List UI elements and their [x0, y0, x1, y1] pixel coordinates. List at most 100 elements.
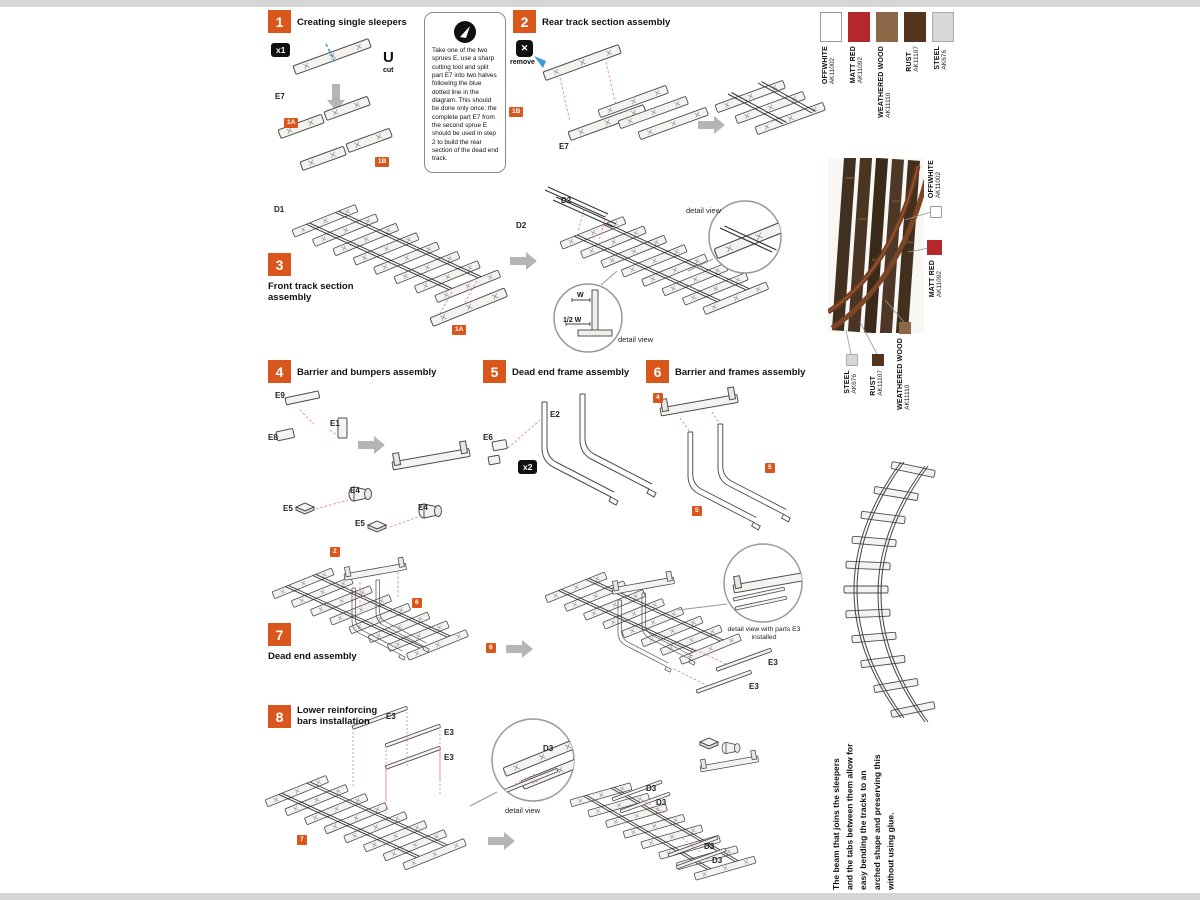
part-label-e9: E9 [275, 391, 285, 400]
step-1-number: 1 [268, 10, 291, 33]
part-label-e4: E4 [418, 503, 428, 512]
part-label-d1: D1 [274, 205, 285, 214]
part-label-d3: D3 [543, 744, 554, 753]
step5-drawing [487, 393, 657, 506]
step-7-title: Dead end assembly [268, 651, 357, 662]
blade-icon [454, 21, 476, 46]
ref-badge-6: 6 [486, 643, 496, 654]
detail-view-e3-label: detail view with parts E3 installed [727, 626, 801, 642]
cut-label: cut [383, 67, 394, 74]
part-label-d3: D3 [704, 842, 715, 851]
part-label-d3: D3 [656, 798, 667, 807]
step-1-title: Creating single sleepers [297, 17, 407, 28]
step3-drawing [292, 186, 782, 353]
quantity-x1-badge: x1 [271, 43, 291, 57]
part-label-e3: E3 [386, 712, 396, 721]
step2-drawing [534, 44, 826, 141]
part-label-d2: D2 [561, 196, 572, 205]
part-label-e1: E1 [330, 419, 340, 428]
part-label-e7: E7 [559, 142, 569, 151]
page-edge-top [0, 0, 1200, 7]
detail-view-label: detail view [505, 806, 541, 815]
paint-chip-offwhite [820, 12, 842, 42]
callout-chip-rust [872, 354, 884, 366]
step-3-number: 3 [268, 253, 291, 276]
part-label-e7: E7 [275, 92, 285, 101]
width-label: W [577, 292, 584, 299]
ref-badge-1a-step3: 1A [452, 325, 467, 336]
ref-badge-1a: 1A [284, 118, 299, 129]
ref-badge-5: 5 [692, 506, 702, 517]
detail-view-label: detail view [686, 206, 722, 215]
step1-drawing [277, 38, 393, 171]
cutting-note-box: Take one of the two sprues E, use a shar… [424, 12, 506, 173]
step-5-title: Dead end frame assembly [512, 367, 630, 378]
part-label-e3: E3 [444, 728, 454, 737]
step-5-number: 5 [483, 360, 506, 383]
step8-drawing [265, 705, 763, 886]
painted-track-photo [828, 158, 932, 355]
part-label-e3: E3 [749, 682, 759, 691]
page-edge-bottom [0, 893, 1200, 900]
step-2-title: Rear track section assembly [542, 17, 671, 28]
remove-label: remove [510, 59, 535, 66]
ref-badge-7: 7 [297, 835, 307, 846]
paint-chip-weathered-wood [876, 12, 898, 42]
part-label-d3: D3 [646, 784, 657, 793]
quantity-x2-badge: x2 [518, 460, 538, 474]
paint-chip-steel [932, 12, 954, 42]
ref-badge-1b: 1B [375, 157, 390, 168]
step6-drawing [658, 386, 791, 531]
part-label-e5: E5 [283, 504, 293, 513]
step-7-number: 7 [268, 623, 291, 646]
part-label-e2: E2 [550, 410, 560, 419]
step-4-title: Barrier and bumpers assembly [297, 367, 437, 378]
part-label-e3: E3 [444, 753, 454, 762]
part-label-d2: D2 [516, 221, 527, 230]
half-width-label: 1/2 W [563, 317, 582, 324]
ref-badge-5: 5 [765, 463, 775, 474]
step7-drawing [272, 543, 803, 694]
ref-badge-2: 2 [330, 547, 340, 558]
part-label-e4: E4 [350, 486, 360, 495]
step-2-number: 2 [513, 10, 536, 33]
step-6-title: Barrier and frames assembly [675, 367, 806, 378]
step-6-number: 6 [646, 360, 669, 383]
part-label-d3: D3 [712, 856, 723, 865]
part-label-e5: E5 [355, 519, 365, 528]
step4-drawing [275, 390, 471, 533]
callout-chip-offwhite [930, 206, 942, 218]
paint-chip-matt-red [848, 12, 870, 42]
step-8-title: Lower reinforcing bars installation [297, 705, 378, 728]
step-8-number: 8 [268, 705, 291, 728]
paint-chip-rust [904, 12, 926, 42]
remove-icon: ✕ [516, 40, 533, 57]
callout-chip-weathered-wood [899, 322, 911, 334]
ref-badge-1b-step2: 1B [509, 107, 524, 118]
ref-badge-6: 6 [412, 598, 422, 609]
callout-chip-steel [846, 354, 858, 366]
cutting-note-text: Take one of the two sprues E, use a shar… [432, 47, 499, 163]
detail-view-label: detail view [618, 335, 654, 344]
ref-badge-4: 4 [653, 393, 663, 404]
curved-track-drawing [843, 461, 936, 723]
callout-chip-matt-red [927, 240, 942, 255]
part-label-e6: E6 [483, 433, 493, 442]
cut-tool-icon: U [383, 49, 394, 66]
part-label-e8: E8 [268, 433, 278, 442]
part-label-e3: E3 [768, 658, 778, 667]
step-3-title: Front track section assembly [268, 281, 354, 304]
step-4-number: 4 [268, 360, 291, 383]
